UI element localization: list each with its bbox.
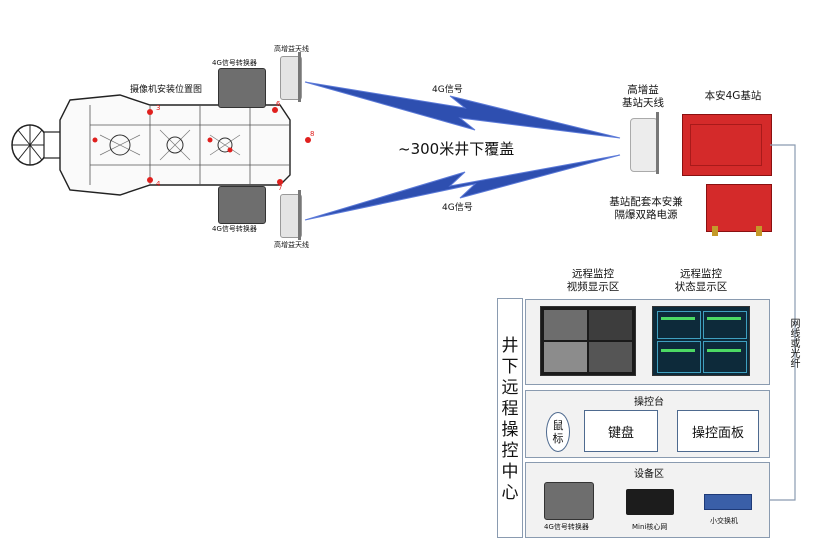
marker-7: 7 — [278, 184, 283, 192]
equip-converter-label: 4G信号转换器 — [544, 523, 589, 531]
antenna-label-bottom: 高增益天线 — [274, 241, 309, 249]
camera-marker — [147, 109, 153, 115]
base-antenna-icon — [630, 118, 658, 172]
equip-converter-device — [544, 482, 594, 520]
signal-label-top: 4G信号 — [432, 85, 463, 95]
mouse-icon: 鼠标 — [546, 412, 570, 452]
control-center-title: 井下远程操控中心 — [501, 336, 519, 503]
cable-line — [770, 144, 796, 501]
camera-marker — [305, 137, 311, 143]
camera-positions-label: 摄像机安装位置图 — [130, 85, 203, 95]
marker-6: 6 — [276, 100, 281, 108]
camera-marker — [147, 177, 153, 183]
base-antenna-label: 高增益 基站天线 — [622, 84, 664, 109]
converter-device-bottom — [218, 186, 266, 224]
antenna-label-top: 高增益天线 — [274, 45, 309, 53]
antenna-icon-bottom — [280, 194, 302, 238]
mouse-label: 鼠标 — [552, 419, 564, 445]
power-label: 基站配套本安兼 隔爆双路电源 — [609, 196, 683, 221]
power-supply-device — [706, 184, 772, 232]
coverage-label: ~300米井下覆盖 — [398, 140, 515, 158]
converter-device-top — [218, 68, 266, 108]
equip-mini-label: Mini核心网 — [632, 523, 668, 531]
control-center-frame — [497, 298, 523, 538]
antenna-icon-top — [280, 56, 302, 100]
machine-diagram — [11, 94, 311, 196]
marker-8: 8 — [310, 130, 315, 138]
signal-bolts — [304, 81, 621, 221]
camera-marker — [277, 179, 283, 185]
control-panel-box: 操控面板 — [677, 410, 759, 452]
status-monitor — [652, 306, 750, 376]
control-panel-label: 操控面板 — [691, 425, 744, 441]
converter-label-top: 4G信号转换器 — [212, 59, 257, 67]
converter-label-bottom: 4G信号转换器 — [212, 225, 257, 233]
equipment-title: 设备区 — [634, 469, 664, 480]
keyboard-label: 键盘 — [607, 425, 634, 441]
marker-4: 4 — [156, 180, 161, 188]
base-station-label: 本安4G基站 — [704, 90, 762, 102]
marker-3: 3 — [156, 104, 161, 112]
camera-marker — [272, 107, 278, 113]
console-title: 操控台 — [634, 397, 664, 408]
mini-core-device — [626, 489, 674, 515]
cable-label: 网线或光纤 — [788, 318, 799, 368]
switch-device — [704, 494, 752, 510]
status-area-label: 远程监控 状态显示区 — [674, 268, 728, 293]
video-area-label: 远程监控 视频显示区 — [566, 268, 620, 293]
keyboard-box: 键盘 — [584, 410, 658, 452]
signal-label-bottom: 4G信号 — [442, 203, 473, 213]
equip-switch-label: 小交换机 — [710, 517, 738, 525]
video-monitor — [540, 306, 636, 376]
